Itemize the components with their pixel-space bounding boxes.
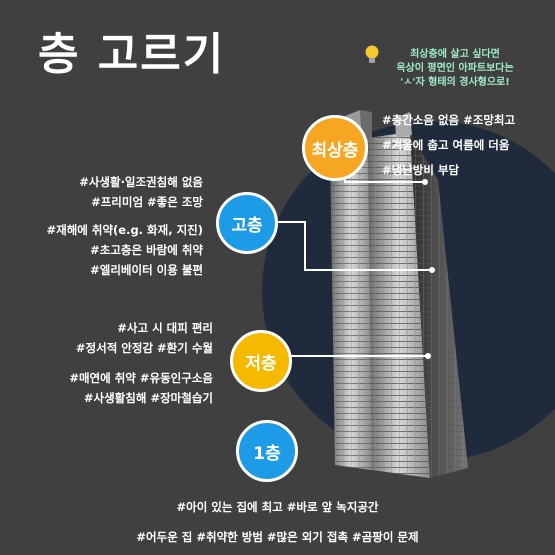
note-line: #층간소음 없음 #조망최고 — [382, 113, 516, 127]
note-line: #어두운 집 #취약한 방범 #많은 외기 접촉 #곰팡이 문제 — [136, 530, 419, 544]
note-line: #엘리베이터 이용 불편 — [90, 263, 203, 277]
note-line: #매연에 취약 #유동인구소음 — [69, 371, 213, 385]
tip-line: 옥상이 평면인 아파트보다는 — [396, 63, 514, 74]
note-line: #재해에 취약(e.g. 화재, 지진) — [46, 223, 203, 237]
lightbulb-icon — [365, 45, 379, 63]
tip-line: 'ㅅ'자 형태의 경사형으로! — [400, 77, 510, 88]
top-floor-notes: #층간소음 없음 #조망최고 #겨울에 춥고 여름에 더움 #냉난방비 부담 — [382, 108, 515, 183]
low-floor-notes-b: #매연에 취약 #유동인구소음 #사생활침해 #장마철습기 — [69, 368, 213, 408]
note-line: #프리미엄 #좋은 조망 — [91, 195, 203, 209]
note-line: #사생활·일조권침해 없음 — [79, 175, 203, 189]
first-floor-badge: 1층 — [236, 420, 298, 482]
note-line: #냉난방비 부담 — [382, 163, 460, 177]
high-floor-notes-a: #사생활·일조권침해 없음 #프리미엄 #좋은 조망 — [79, 172, 203, 212]
tip-line: 최상층에 살고 싶다면 — [410, 49, 500, 60]
low-floor-badge: 저층 — [230, 330, 292, 392]
note-line: #초고층은 바람에 취약 — [90, 243, 203, 257]
first-floor-notes: #아이 있는 집에 최고 #바로 앞 녹지공간 #어두운 집 #취약한 방범 #… — [0, 492, 555, 552]
low-floor-notes-a: #사고 시 대피 편리 #정서적 안정감 #환기 수월 — [76, 318, 213, 358]
note-line: #사생활침해 #장마철습기 — [83, 391, 213, 405]
note-line: #정서적 안정감 #환기 수월 — [75, 341, 213, 355]
note-line: #아이 있는 집에 최고 #바로 앞 녹지공간 — [176, 500, 379, 514]
note-line: #사고 시 대피 편리 — [117, 321, 213, 335]
high-floor-badge: 고층 — [216, 192, 278, 254]
note-line: #겨울에 춥고 여름에 더움 — [382, 138, 510, 152]
page-title: 층 고르기 — [38, 29, 226, 80]
tip-text: 최상층에 살고 싶다면 옥상이 평면인 아파트보다는 'ㅅ'자 형태의 경사형으… — [360, 48, 550, 90]
high-floor-notes-b: #재해에 취약(e.g. 화재, 지진) #초고층은 바람에 취약 #엘리베이터… — [46, 220, 203, 280]
top-floor-badge: 최상층 — [302, 115, 368, 181]
